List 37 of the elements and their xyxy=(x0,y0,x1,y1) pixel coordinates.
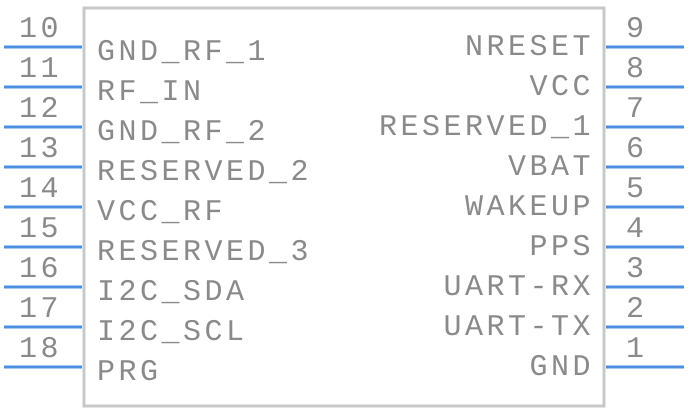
pin-number: 2 xyxy=(626,295,648,325)
pin-number: 13 xyxy=(18,135,62,165)
pin-name: VBAT xyxy=(508,153,594,183)
pin-number: 7 xyxy=(626,95,648,125)
pin-number: 10 xyxy=(18,15,62,45)
pin-name: I2C_SCL xyxy=(97,318,248,348)
pin-name: RF_IN xyxy=(97,78,205,108)
pin-name: RESERVED_2 xyxy=(97,158,312,188)
pin-number: 11 xyxy=(18,55,62,85)
pin-number: 1 xyxy=(626,335,648,365)
pin-number: 4 xyxy=(626,215,648,245)
pin-name: RESERVED_1 xyxy=(378,113,594,143)
pin-number: 15 xyxy=(18,215,62,245)
pin-number: 8 xyxy=(626,55,648,85)
pin-number: 14 xyxy=(18,175,62,205)
pin-name: I2C_SDA xyxy=(97,278,248,308)
pin-name: WAKEUP xyxy=(464,193,594,223)
pin-name: PRG xyxy=(97,358,162,388)
chip-body xyxy=(82,6,606,408)
pin-number: 3 xyxy=(626,255,648,285)
pin-name: GND_RF_2 xyxy=(97,118,270,148)
pin-name: RESERVED_3 xyxy=(97,238,312,268)
pin-number: 16 xyxy=(18,255,62,285)
pin-name: VCC_RF xyxy=(97,198,226,228)
pin-name: PPS xyxy=(529,233,594,263)
pin-name: GND xyxy=(529,353,594,383)
pin-name: GND_RF_1 xyxy=(97,38,270,68)
pin-name: UART-RX xyxy=(443,273,594,303)
pin-number: 18 xyxy=(18,335,62,365)
pin-number: 12 xyxy=(18,95,62,125)
pin-name: UART-TX xyxy=(443,313,594,343)
pin-number: 17 xyxy=(18,295,62,325)
pin-number: 5 xyxy=(626,175,648,205)
pin-number: 9 xyxy=(626,15,648,45)
pin-name: NRESET xyxy=(464,33,594,63)
pin-name: VCC xyxy=(529,73,594,103)
pin-number: 6 xyxy=(626,135,648,165)
